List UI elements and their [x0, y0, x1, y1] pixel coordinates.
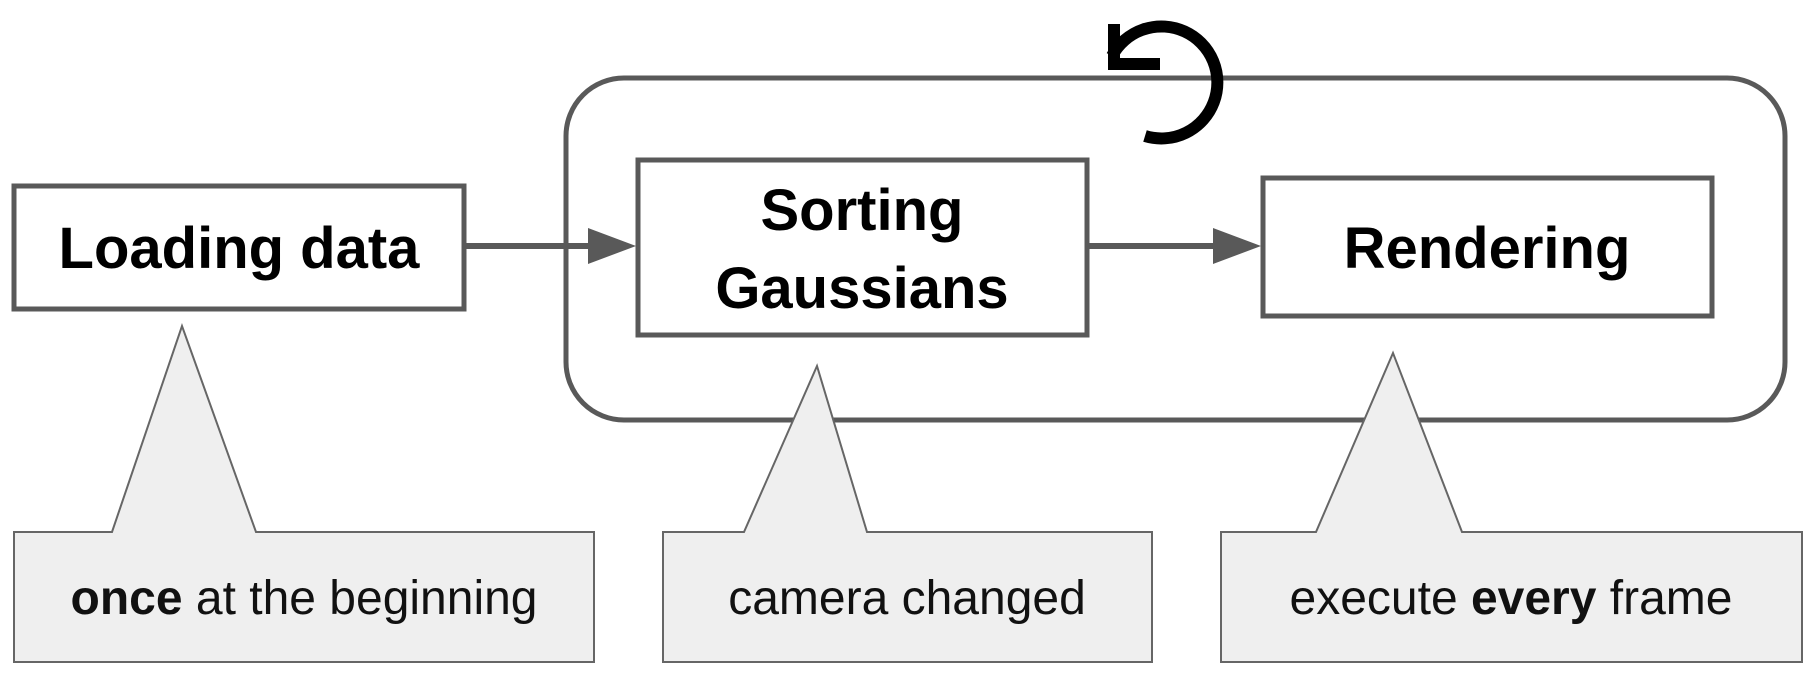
rotate-ccw-icon [1106, 20, 1224, 145]
box-sorting-gaussians: Sorting Gaussians [635, 157, 1090, 338]
arrow-sorting-to-rendering [1088, 228, 1261, 264]
box-loading-data: Loading data [11, 183, 467, 312]
callout-rendering-pre: execute [1290, 572, 1471, 625]
callout-loading-bold: once [71, 572, 183, 625]
callout-loading: once at the beginning [13, 322, 595, 663]
callout-rendering-post: frame [1596, 572, 1732, 625]
callout-sorting: camera changed [662, 363, 1153, 663]
svg-text:once at the beginning: once at the beginning [71, 572, 538, 625]
svg-text:execute every frame: execute every frame [1290, 572, 1733, 625]
callout-loading-text: at the beginning [183, 572, 538, 625]
box-loading-label: Loading data [59, 216, 421, 281]
box-sorting-label-line1: Sorting [761, 178, 964, 243]
box-sorting-label-line2: Gaussians [715, 256, 1008, 321]
callout-rendering-bold: every [1471, 572, 1597, 625]
callout-rendering: execute every frame [1220, 350, 1803, 663]
arrow-loading-to-sorting [463, 228, 636, 264]
box-rendering-label: Rendering [1344, 216, 1631, 281]
callout-sorting-text: camera changed [728, 572, 1086, 625]
box-rendering: Rendering [1260, 175, 1715, 319]
